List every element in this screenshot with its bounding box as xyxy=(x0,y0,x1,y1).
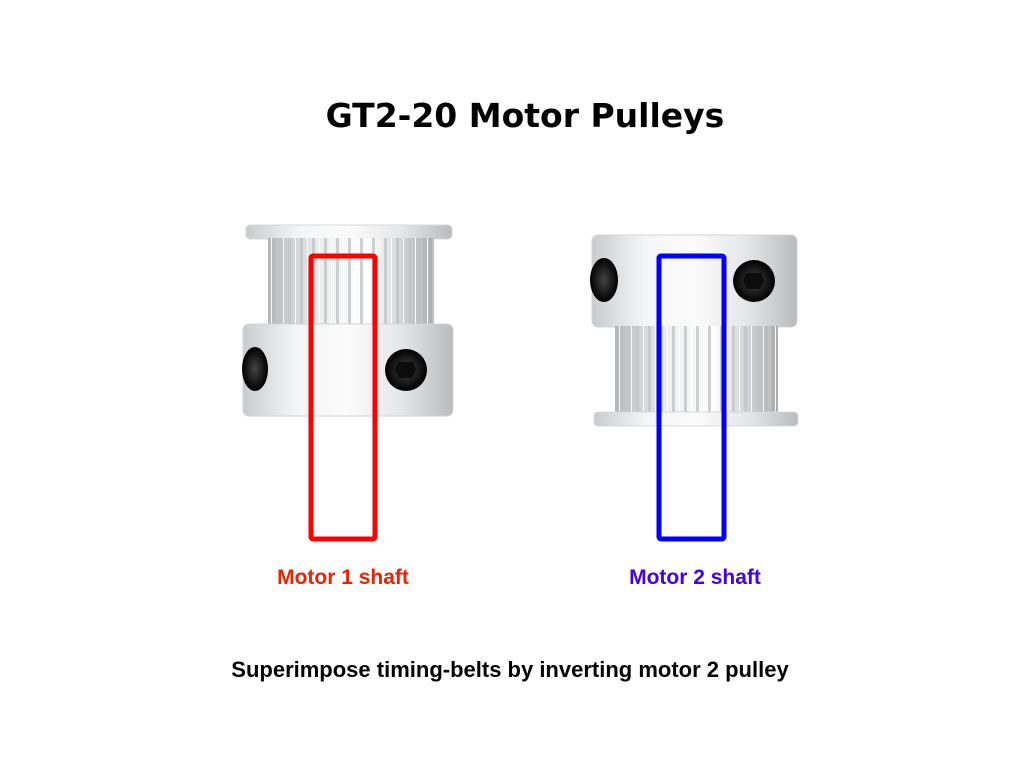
pulley-1-set-screw-left xyxy=(242,347,268,391)
page-title: GT2-20 Motor Pulleys xyxy=(325,96,725,135)
motor-1-shaft-outline xyxy=(308,253,378,542)
pulley-1-flange xyxy=(245,224,453,240)
pulley-1-teeth xyxy=(268,238,434,326)
motor-2-shaft-outline xyxy=(656,253,727,542)
pulley-1 xyxy=(242,224,454,417)
motor-2-shaft-label: Motor 2 shaft xyxy=(629,566,761,589)
pulley-2-teeth xyxy=(615,326,778,414)
motor-1-shaft-label: Motor 1 shaft xyxy=(277,566,409,589)
pulley-2-set-screw-left xyxy=(590,258,618,302)
pulley-2-flange xyxy=(593,411,799,427)
caption: Superimpose timing-belts by inverting mo… xyxy=(231,657,789,682)
pulley-2 xyxy=(590,234,799,427)
